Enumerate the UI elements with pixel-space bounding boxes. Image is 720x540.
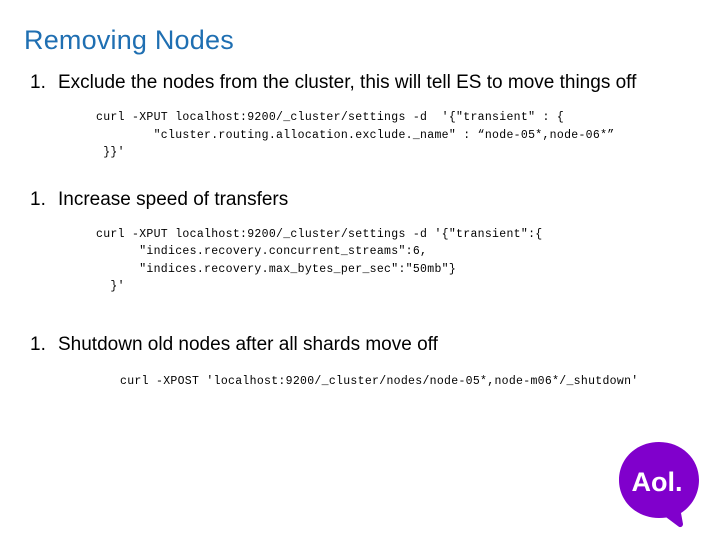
code-block: curl -XPUT localhost:9200/_cluster/setti… — [96, 111, 615, 159]
spacer — [0, 162, 720, 187]
slide-body: 1. Exclude the nodes from the cluster, t… — [0, 70, 720, 390]
list-item: 1. Exclude the nodes from the cluster, t… — [0, 70, 720, 95]
speech-bubble-icon: Aol. — [619, 442, 699, 528]
list-item-number: 1. — [30, 333, 46, 355]
aol-wordmark: Aol. — [632, 467, 683, 497]
list-item-label: Shutdown old nodes after all shards move… — [58, 333, 438, 355]
list-item-label: Increase speed of transfers — [58, 188, 289, 210]
list-item-number: 1. — [30, 72, 46, 93]
code-block: curl -XPUT localhost:9200/_cluster/setti… — [96, 227, 543, 294]
list-item-number: 1. — [30, 188, 46, 210]
list-item: 1. Shutdown old nodes after all shards m… — [0, 332, 720, 357]
spacer — [0, 296, 720, 332]
code-block: curl -XPOST 'localhost:9200/_cluster/nod… — [120, 374, 639, 388]
aol-logo: Aol. — [611, 436, 707, 532]
list-item: 1. Increase speed of transfers — [0, 187, 720, 212]
page-title: Removing Nodes — [24, 25, 234, 55]
list-item-label: Exclude the nodes from the cluster, this… — [58, 72, 637, 93]
